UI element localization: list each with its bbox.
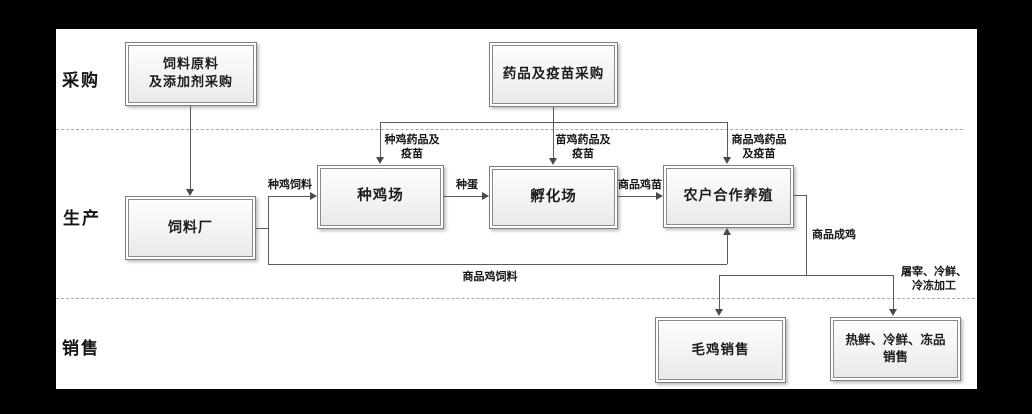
diagram-panel: 采购 生产 销售 饲料原料 及添加剂采购 药品及疫苗采购 饲料厂 种鸡场 孵化场… bbox=[56, 29, 977, 389]
edge-breedingegg-line bbox=[444, 196, 482, 197]
edge-breederfeed-arrow bbox=[310, 192, 317, 200]
row-label-procurement: 采购 bbox=[62, 71, 100, 91]
separator-production-sales bbox=[56, 298, 975, 299]
edge-label-chick-drug-vaccine: 苗鸡药品及 疫苗 bbox=[555, 133, 611, 161]
edge-adultchicken-drop-line bbox=[806, 195, 807, 275]
node-fresh-frozen-sales-label: 热鲜、冷鲜、冻品 销售 bbox=[833, 320, 958, 378]
edge-label-breeding-egg: 种蛋 bbox=[456, 178, 478, 191]
node-feed-factory: 饲料厂 bbox=[125, 196, 256, 260]
edge-adultchicken-exit-line bbox=[794, 195, 807, 196]
edge-drug-hatchery-line bbox=[553, 122, 554, 158]
edge-label-commodity-drug-vaccine: 商品鸡药品 及疫苗 bbox=[731, 133, 787, 161]
node-feed-material-procurement-label: 饲料原料 及添加剂采购 bbox=[128, 45, 254, 103]
edge-livesales-arrow bbox=[715, 309, 723, 316]
edge-drug-hatchery-arrow bbox=[549, 158, 557, 165]
edge-drug-crossbar-line bbox=[380, 122, 728, 123]
edge-commodityfeed-line bbox=[268, 264, 727, 265]
edge-livesales-line bbox=[719, 275, 720, 310]
node-breeder-chicken-farm: 种鸡场 bbox=[317, 165, 444, 229]
node-live-chicken-sales-label: 毛鸡销售 bbox=[658, 320, 783, 380]
edge-feedmaterial-feedfactory-line bbox=[190, 106, 191, 190]
node-breeder-chicken-farm-label: 种鸡场 bbox=[320, 168, 441, 226]
row-label-sales: 销售 bbox=[62, 339, 100, 359]
node-hatchery: 孵化场 bbox=[489, 166, 618, 229]
node-hatchery-label: 孵化场 bbox=[492, 169, 615, 226]
node-drug-vaccine-procurement: 药品及疫苗采购 bbox=[489, 42, 618, 107]
edge-drug-stem-line bbox=[553, 107, 554, 123]
edge-drug-farmercoop-line bbox=[727, 122, 728, 157]
edge-feedfactory-riser-line bbox=[268, 196, 269, 264]
edge-label-breeder-drug-vaccine: 种鸡药品及 疫苗 bbox=[384, 133, 440, 161]
edge-commoditychick-line bbox=[618, 196, 656, 197]
edge-commodityfeed-riser-line bbox=[727, 235, 728, 264]
edge-feedfactory-branch-line bbox=[256, 228, 268, 229]
node-farmer-coop-breeding-label: 农户合作养殖 bbox=[666, 168, 791, 225]
node-drug-vaccine-procurement-label: 药品及疫苗采购 bbox=[492, 45, 615, 104]
edge-drug-breederfarm-arrow bbox=[376, 157, 384, 164]
edge-freshsales-line bbox=[893, 275, 894, 310]
node-farmer-coop-breeding: 农户合作养殖 bbox=[663, 165, 794, 228]
edge-feedmaterial-feedfactory-arrow bbox=[186, 189, 194, 196]
edge-sales-crossbar-line bbox=[719, 275, 893, 276]
edge-commoditychick-arrow bbox=[656, 192, 663, 200]
edge-label-commodity-adult-chicken: 商品成鸡 bbox=[812, 228, 856, 241]
edge-commodityfeed-arrow bbox=[723, 228, 731, 235]
edge-freshsales-arrow bbox=[889, 309, 897, 316]
row-label-production: 生产 bbox=[63, 209, 101, 229]
node-feed-material-procurement: 饲料原料 及添加剂采购 bbox=[125, 42, 257, 106]
edge-label-breeder-feed: 种鸡饲料 bbox=[268, 178, 312, 191]
edge-label-commodity-chick: 商品鸡苗 bbox=[618, 178, 662, 191]
edge-breedingegg-arrow bbox=[482, 192, 489, 200]
edge-label-commodity-feed: 商品鸡饲料 bbox=[462, 270, 518, 283]
edge-breederfeed-line bbox=[268, 196, 310, 197]
edge-drug-breederfarm-line bbox=[380, 122, 381, 157]
edge-label-slaughter-processing: 屠宰、冷鲜、 冷冻加工 bbox=[901, 265, 967, 293]
node-feed-factory-label: 饲料厂 bbox=[128, 199, 253, 257]
node-fresh-frozen-sales: 热鲜、冷鲜、冻品 销售 bbox=[830, 317, 961, 381]
separator-procurement-production bbox=[56, 129, 963, 130]
edge-drug-farmercoop-arrow bbox=[723, 157, 731, 164]
node-live-chicken-sales: 毛鸡销售 bbox=[655, 317, 786, 383]
